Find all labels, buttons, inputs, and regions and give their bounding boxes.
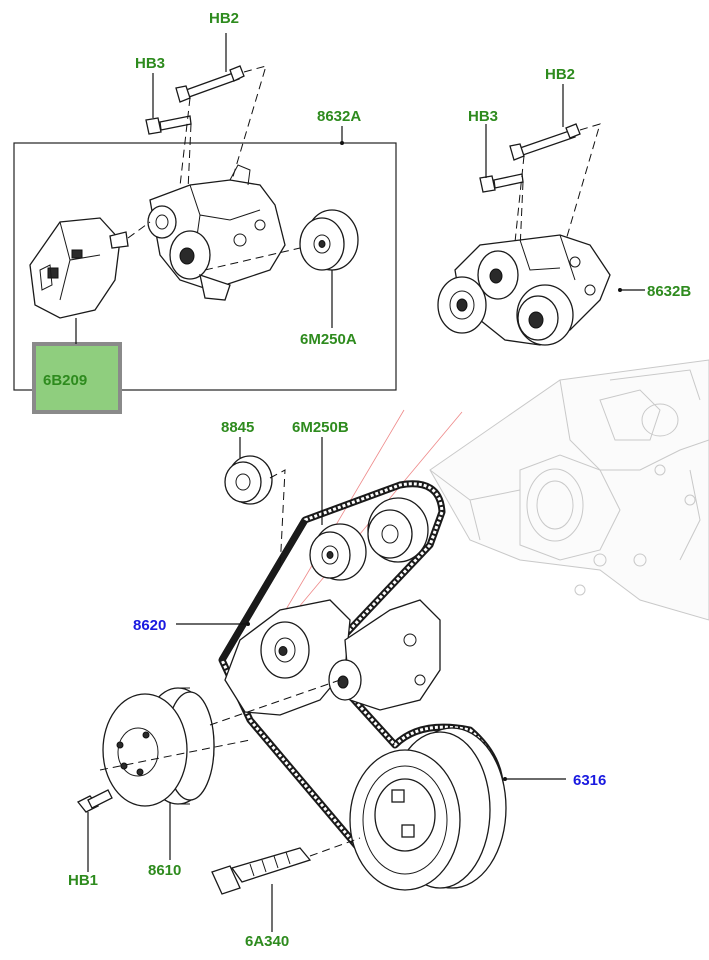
tensioner-assembly-8632A [147, 164, 286, 301]
label-6A340[interactable]: 6A340 [245, 933, 289, 950]
bolt-hb2-right [509, 123, 581, 161]
crankshaft-pulley-6316 [349, 727, 507, 891]
bolt-6A340 [211, 847, 312, 895]
label-hb1[interactable]: HB1 [68, 872, 98, 889]
idler-pulley-6M250B [309, 523, 367, 581]
highlight-6B209[interactable] [32, 342, 122, 414]
label-hb2-top[interactable]: HB2 [209, 10, 239, 27]
label-8620[interactable]: 8620 [133, 617, 166, 634]
tensioner-assembly-8632B [437, 234, 611, 346]
label-8632A[interactable]: 8632A [317, 108, 361, 125]
dust-cap-8845 [224, 455, 273, 505]
tensioner-6B209 [29, 217, 129, 319]
assembly-box-8632A [13, 142, 397, 391]
pulley-upper-right [367, 497, 429, 563]
engine-block-ghost [429, 359, 709, 621]
tensioner-installed [224, 599, 441, 716]
label-hb2-right[interactable]: HB2 [545, 66, 575, 83]
leader-lines [75, 33, 645, 932]
label-hb3-right[interactable]: HB3 [468, 108, 498, 125]
bolt-hb2-top [175, 65, 245, 103]
label-hb3-top[interactable]: HB3 [135, 55, 165, 72]
label-8610[interactable]: 8610 [148, 862, 181, 879]
bolt-hb1 [76, 789, 113, 813]
label-6M250A[interactable]: 6M250A [300, 331, 357, 348]
label-8845[interactable]: 8845 [221, 419, 254, 436]
idler-pulley-6M250A [299, 209, 359, 271]
bolt-hb3-top [145, 115, 192, 135]
label-8632B[interactable]: 8632B [647, 283, 691, 300]
label-6316[interactable]: 6316 [573, 772, 606, 789]
label-6B209[interactable]: 6B209 [43, 372, 87, 389]
label-6M250B[interactable]: 6M250B [292, 419, 349, 436]
pulley-8610 [102, 687, 215, 807]
